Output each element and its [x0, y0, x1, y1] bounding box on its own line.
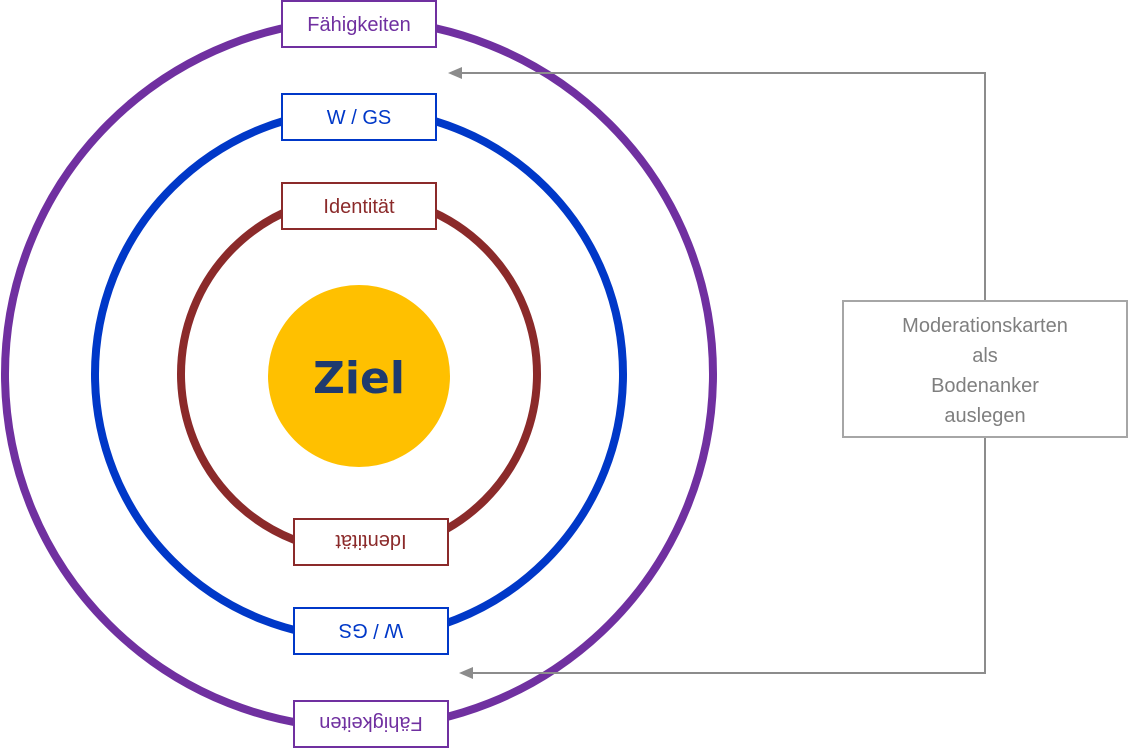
svg-text:W / GS: W / GS	[339, 619, 403, 641]
outer-ring-label-bottom: Fähigkeiten	[293, 700, 449, 748]
connector-arrows	[448, 67, 986, 679]
side-note-line-3: Bodenanker	[931, 375, 1039, 397]
arrow-head-top	[448, 67, 462, 79]
svg-text:Identität: Identität	[323, 196, 395, 218]
svg-text:Identität: Identität	[335, 530, 407, 552]
side-note-line-2: als	[972, 345, 998, 367]
arrow-head-bottom	[459, 667, 473, 679]
arrow-to-bottom	[471, 438, 986, 674]
goal-circle	[268, 285, 450, 467]
side-note: Moderationskarten als Bodenanker auslege…	[842, 300, 1128, 438]
side-note-line-4: auslegen	[944, 405, 1025, 427]
outer-ring-label-top: Fähigkeiten	[281, 0, 437, 48]
svg-text:Fähigkeiten: Fähigkeiten	[307, 14, 410, 36]
goal-label: Ziel	[313, 353, 405, 404]
svg-text:W / GS: W / GS	[327, 107, 391, 129]
middle-ring-label-top: W / GS	[281, 93, 437, 141]
side-note-line-1: Moderationskarten	[902, 315, 1068, 337]
inner-ring-label-bottom: Identität	[293, 518, 449, 566]
arrow-to-top	[460, 72, 986, 301]
inner-ring-label-top: Identität	[281, 182, 437, 230]
middle-ring-label-bottom: W / GS	[293, 607, 449, 655]
svg-text:Fähigkeiten: Fähigkeiten	[319, 712, 422, 734]
